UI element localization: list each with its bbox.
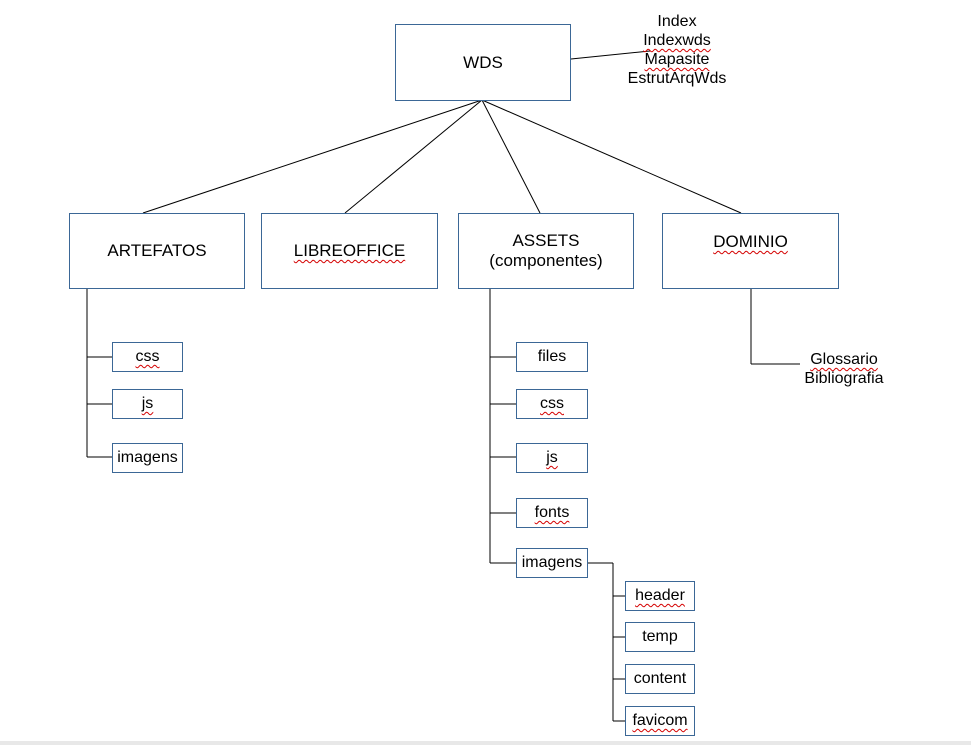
branch-artefatos-label: ARTEFATOS [107,241,207,260]
assets-child-js: js [516,443,588,473]
artefatos-child-imagens: imagens [112,443,183,473]
artefatos-child-js-label: js [141,395,154,412]
root-note-indexwds: Indexwds [643,32,711,49]
assets-child-imagens: imagens [516,548,588,578]
branch-assets-label: ASSETS (componentes) [489,231,603,270]
branch-artefatos: ARTEFATOS [69,213,245,289]
connector-root-notes [570,50,651,60]
root-notes: Index Indexwds Mapasite EstrutArqWds [611,12,743,88]
root-note-estrutarqwds: EstrutArqWds [627,70,727,87]
branch-assets: ASSETS (componentes) [458,213,634,289]
imagens-child-favicom: favicom [625,706,695,736]
artefatos-child-js: js [112,389,183,419]
artefatos-child-css: css [112,342,183,372]
dominio-note-glossario: Glossario [810,351,878,368]
assets-child-css-label: css [540,395,564,412]
assets-child-fonts: fonts [516,498,588,528]
branch-libreoffice-label: LIBREOFFICE [293,241,406,260]
imagens-child-favicom-label: favicom [632,712,688,729]
artefatos-child-css-label: css [135,348,160,365]
assets-child-fonts-label: fonts [534,504,570,521]
branch-libreoffice: LIBREOFFICE [261,213,438,289]
connector-root-dominio [481,99,742,214]
branch-dominio: DOMINIO [662,213,839,289]
root-node-wds: WDS [395,24,571,101]
imagens-child-header: header [625,581,695,611]
dominio-note-bibliografia: Bibliografia [804,370,884,387]
imagens-child-temp: temp [625,622,695,652]
artefatos-child-imagens-label: imagens [117,449,178,466]
dominio-notes: Glossario Bibliografia [794,350,894,388]
assets-child-imagens-label: imagens [521,554,583,571]
root-note-index: Index [657,13,697,30]
assets-child-css: css [516,389,588,419]
imagens-child-temp-label: temp [642,628,678,645]
imagens-child-content: content [625,664,695,694]
connector-root-artefatos [142,99,483,214]
page-bottom-edge [0,741,971,745]
connector-root-assets [481,99,541,214]
branch-dominio-label: DOMINIO [713,232,788,251]
root-note-mapasite: Mapasite [644,51,710,68]
imagens-child-content-label: content [633,670,687,687]
assets-child-js-label: js [546,449,558,466]
assets-child-files: files [516,342,588,372]
connector-root-libreoffice [344,99,483,214]
assets-child-files-label: files [537,348,567,365]
imagens-child-header-label: header [635,587,685,604]
root-label: WDS [463,52,503,72]
